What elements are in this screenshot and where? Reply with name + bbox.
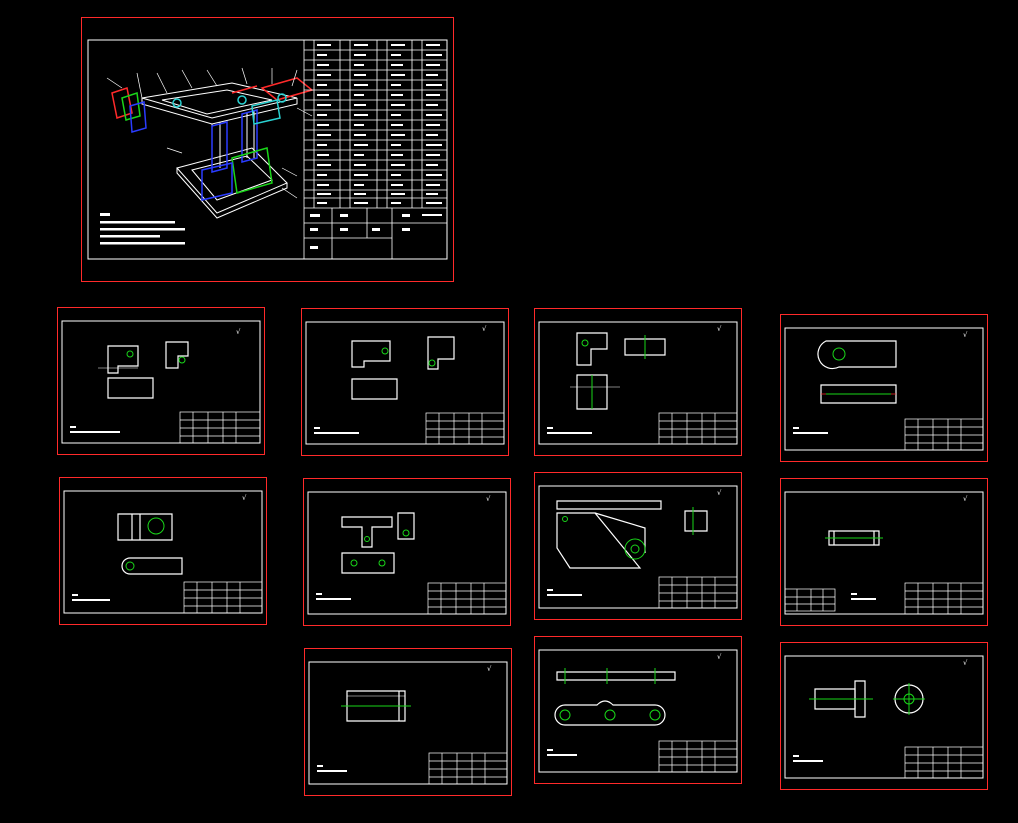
part-2-views — [351, 336, 455, 400]
title-block-8 — [784, 582, 984, 615]
part-drawing-sheet-7[interactable]: √ — [534, 472, 742, 620]
surface-roughness-symbol-icon: √ — [963, 331, 968, 339]
bill-of-materials-table — [303, 39, 448, 260]
part-drawing-sheet-4[interactable]: √ — [780, 314, 988, 462]
part-drawing-sheet-2[interactable]: √ — [301, 308, 509, 456]
title-block-6 — [427, 582, 507, 615]
part-drawing-11: √ — [784, 655, 984, 779]
part-3-views — [570, 332, 666, 410]
title-block-9 — [428, 752, 508, 785]
part-drawing-5: √ — [63, 490, 263, 614]
assembly-leader-lines — [106, 67, 313, 199]
surface-roughness-symbol-icon: √ — [236, 328, 241, 336]
part-drawing-7: √ — [538, 485, 738, 609]
part-drawing-4: √ — [784, 327, 984, 451]
part-drawing-sheet-9[interactable]: √ — [304, 648, 512, 796]
part-1-views — [98, 341, 189, 399]
part-drawing-sheet-3[interactable]: √ — [534, 308, 742, 456]
part-drawing-10: √ — [538, 649, 738, 773]
part-7-views — [556, 500, 708, 569]
surface-roughness-symbol-icon: √ — [963, 495, 968, 503]
assembly-colored-parts — [111, 77, 314, 201]
surface-roughness-symbol-icon: √ — [963, 659, 968, 667]
surface-roughness-symbol-icon: √ — [487, 665, 492, 673]
part-drawing-sheet-5[interactable]: √ — [59, 477, 267, 625]
part-drawing-sheet-11[interactable]: √ — [780, 642, 988, 790]
technical-requirements-notes — [100, 213, 185, 245]
assembly-drawing-sheet[interactable] — [81, 17, 454, 282]
surface-roughness-symbol-icon: √ — [482, 325, 487, 333]
part-drawing-8: √ — [784, 491, 984, 615]
assembly-drawing — [87, 39, 448, 260]
part-drawing-sheet-10[interactable]: √ — [534, 636, 742, 784]
title-block-5 — [183, 581, 263, 614]
surface-roughness-symbol-icon: √ — [717, 325, 722, 333]
surface-roughness-symbol-icon: √ — [242, 494, 247, 502]
title-block-1 — [179, 411, 261, 444]
title-block-11 — [904, 746, 984, 779]
part-drawing-sheet-1[interactable]: √ — [57, 307, 265, 455]
surface-roughness-symbol-icon: √ — [717, 489, 722, 497]
part-6-views — [341, 512, 415, 574]
surface-roughness-symbol-icon: √ — [717, 653, 722, 661]
part-drawing-9: √ — [308, 661, 508, 785]
part-10-views — [554, 671, 676, 726]
surface-roughness-symbol-icon: √ — [486, 495, 491, 503]
title-block-3 — [658, 412, 738, 445]
title-block-2 — [425, 412, 505, 445]
title-block-7 — [658, 576, 738, 609]
part-drawing-3: √ — [538, 321, 738, 445]
assembly-isometric-view — [141, 82, 298, 219]
part-drawing-sheet-6[interactable]: √ — [303, 478, 511, 626]
part-5-views — [117, 513, 183, 575]
part-drawing-sheet-8[interactable]: √ — [780, 478, 988, 626]
title-block-4 — [904, 418, 984, 451]
title-block-10 — [658, 740, 738, 773]
part-drawing-2: √ — [305, 321, 505, 445]
bill-of-materials-text-blocks — [310, 44, 442, 249]
part-drawing-6: √ — [307, 491, 507, 615]
part-drawing-1: √ — [61, 320, 261, 444]
